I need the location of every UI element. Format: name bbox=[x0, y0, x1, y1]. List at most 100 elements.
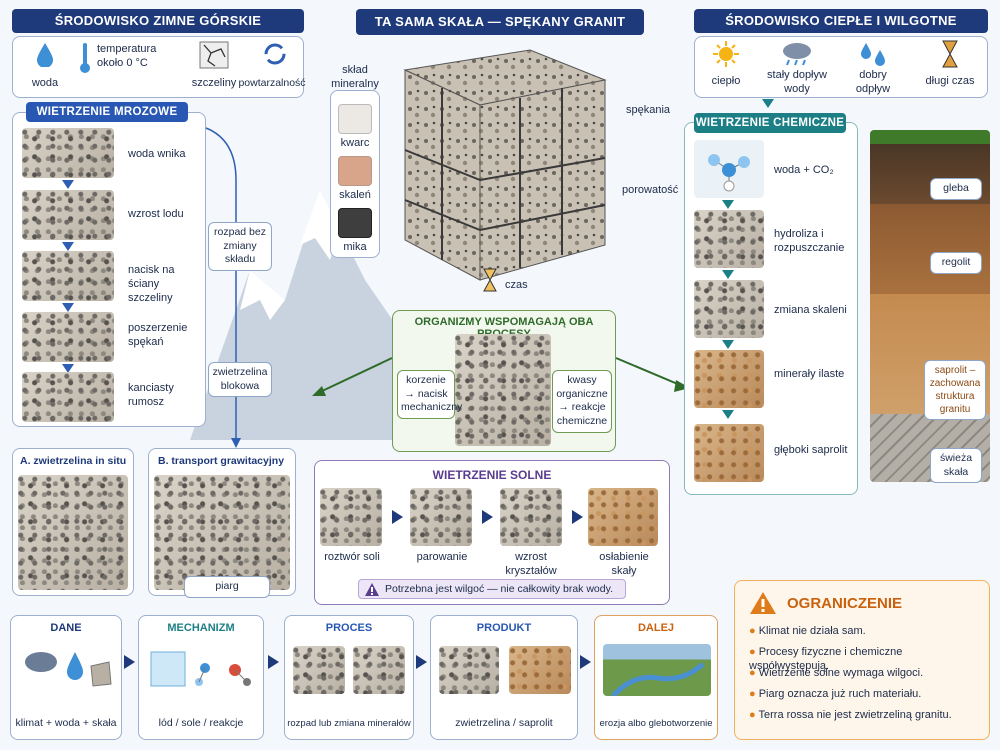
cold-env-title: ŚRODOWISKO ZIMNE GÓRSKIE bbox=[12, 9, 304, 33]
feldspar-sample bbox=[338, 156, 372, 186]
sun-icon bbox=[707, 40, 745, 73]
warm-icon-label: ciepło bbox=[711, 75, 741, 87]
frost-title: WIETRZENIE MROZOWE bbox=[26, 102, 188, 122]
limitations-title: OGRANICZENIE bbox=[787, 595, 903, 612]
flow-step-data: DANE klimat + woda + skała bbox=[10, 615, 122, 740]
cold-icon-label: szczeliny bbox=[191, 77, 237, 89]
result-b-image bbox=[154, 475, 290, 590]
cracks-icon bbox=[189, 41, 239, 74]
flow-step-title: DALEJ bbox=[637, 622, 675, 634]
chem-step-label: woda + CO₂ bbox=[774, 164, 834, 176]
down-arrow-icon bbox=[762, 99, 774, 108]
limitation-item: ● Terra rossa nie jest zwietrzeliną gran… bbox=[749, 709, 952, 721]
cold-icon-label: powtarzalność bbox=[238, 77, 306, 89]
hourglass-icon bbox=[941, 40, 959, 73]
flow-step-caption: rozpad lub zmiana minerałów bbox=[287, 718, 411, 729]
roots-rock-image bbox=[455, 334, 551, 446]
flow-step-caption: lód / sole / reakcje bbox=[158, 717, 244, 729]
right-arrow-icon bbox=[392, 510, 403, 524]
chem-step-image bbox=[694, 280, 764, 338]
flow-step-caption: klimat + woda + skała bbox=[15, 717, 117, 729]
chem-step-image bbox=[694, 350, 764, 408]
soil-layer-label: świeża skała bbox=[930, 448, 982, 484]
salt-note-box: Potrzebna jest wilgoć — nie całkowity br… bbox=[358, 579, 626, 599]
frost-step-label: nacisk na ściany szczeliny bbox=[128, 264, 175, 304]
soil-layer-label: regolit bbox=[930, 252, 982, 274]
salt-note: Potrzebna jest wilgoć — nie całkowity br… bbox=[385, 583, 613, 595]
warm-icon-label: długi czas bbox=[925, 75, 975, 87]
ice-molecule-icon bbox=[150, 651, 251, 687]
down-arrow-icon bbox=[722, 340, 734, 349]
down-arrow-icon bbox=[62, 364, 74, 373]
process-image bbox=[353, 646, 405, 694]
down-arrow-icon bbox=[62, 180, 74, 189]
thermometer-icon bbox=[75, 41, 95, 80]
right-arrow-icon bbox=[268, 655, 279, 669]
result-a-label: A. zwietrzelina in situ bbox=[20, 455, 127, 467]
frost-step-label: woda wnika bbox=[128, 148, 186, 160]
frost-step-image bbox=[22, 251, 114, 301]
warm-icon-label: stały dopływ wody bbox=[767, 69, 827, 95]
right-arrow-icon bbox=[482, 510, 493, 524]
right-arrow-icon bbox=[416, 655, 427, 669]
flow-step-title: PROCES bbox=[325, 622, 373, 634]
landscape-image bbox=[603, 644, 711, 696]
down-arrow-icon bbox=[62, 242, 74, 251]
flow-step-mechanism: MECHANIZM lód / sole / reakcje bbox=[138, 615, 264, 740]
warm-env-title: ŚRODOWISKO CIEPŁE I WILGOTNE bbox=[694, 9, 988, 33]
salt-step-label: roztwór soli bbox=[324, 551, 380, 563]
cracks-label: spękania bbox=[626, 104, 671, 116]
process-image bbox=[293, 646, 345, 694]
granite-cube bbox=[403, 49, 607, 281]
frost-step-image bbox=[22, 190, 114, 240]
down-arrow-icon bbox=[722, 200, 734, 209]
salt-title: WIETRZENIE SOLNE bbox=[432, 468, 552, 482]
side-note: rozpad bez zmiany składu bbox=[208, 222, 272, 271]
chem-step-image bbox=[694, 140, 764, 198]
salt-step-image bbox=[588, 488, 658, 546]
flow-step-product: PRODUKT zwietrzelina / saprolit bbox=[430, 615, 578, 740]
limitation-item: ● Piarg oznacza już ruch materiału. bbox=[749, 688, 922, 700]
warm-icon-label: dobry odpływ bbox=[855, 69, 891, 95]
water-drop-icon bbox=[19, 41, 71, 72]
hourglass-icon bbox=[482, 268, 498, 297]
limitations-panel: OGRANICZENIE ● Klimat nie działa sam. ● … bbox=[734, 580, 990, 740]
salt-step-image bbox=[500, 488, 562, 546]
warning-icon bbox=[750, 592, 776, 614]
mineral-label: kwarc bbox=[340, 137, 370, 149]
side-connector bbox=[205, 127, 241, 448]
limitation-item: ● Klimat nie działa sam. bbox=[749, 625, 866, 637]
frost-step-label: poszerzenie spękań bbox=[128, 322, 188, 348]
mineral-label: mika bbox=[343, 241, 367, 253]
chem-step-label: hydroliza i rozpuszczanie bbox=[774, 228, 845, 254]
cold-conditions-panel: woda temperatura około 0 °C szczeliny po… bbox=[12, 36, 306, 98]
mineral-title: skład mineralny bbox=[331, 64, 379, 90]
flow-step-title: DANE bbox=[50, 622, 82, 634]
right-arrow-icon bbox=[572, 510, 583, 524]
result-a-image bbox=[18, 475, 128, 590]
salt-step-label: wzrost kryształów bbox=[505, 551, 557, 577]
product-image bbox=[439, 646, 499, 694]
limitation-item: ● Wietrzenie solne wymaga wilgoci. bbox=[749, 667, 924, 679]
side-note: zwietrzelina blokowa bbox=[208, 362, 272, 398]
cold-icon-label: woda bbox=[31, 77, 59, 89]
frost-step-image bbox=[22, 128, 114, 178]
frost-step-image bbox=[22, 372, 114, 422]
frost-step-label: kanciasty rumosz bbox=[128, 382, 174, 408]
mineral-label: skaleń bbox=[339, 189, 371, 201]
chemical-title: WIETRZENIE CHEMICZNE bbox=[694, 113, 846, 133]
chem-step-label: minerały ilaste bbox=[774, 368, 845, 380]
warning-icon bbox=[365, 583, 379, 596]
result-b-label: B. transport grawitacyjny bbox=[158, 455, 285, 467]
limitation-item: ● Procesy fizyczne i chemiczne współwyst… bbox=[749, 646, 903, 672]
flow-step-process: PROCES rozpad lub zmiana minerałów bbox=[284, 615, 414, 740]
product-image bbox=[509, 646, 571, 694]
right-arrow-icon bbox=[580, 655, 591, 669]
mica-sample bbox=[338, 208, 372, 238]
down-arrow-icon bbox=[62, 303, 74, 312]
porosity-label: porowatość bbox=[622, 184, 679, 196]
flow-step-next: DALEJ erozja albo glebotworzenie bbox=[594, 615, 718, 740]
flow-step-title: MECHANIZM bbox=[167, 622, 235, 634]
frost-step-image bbox=[22, 312, 114, 362]
time-label: czas bbox=[505, 279, 528, 291]
